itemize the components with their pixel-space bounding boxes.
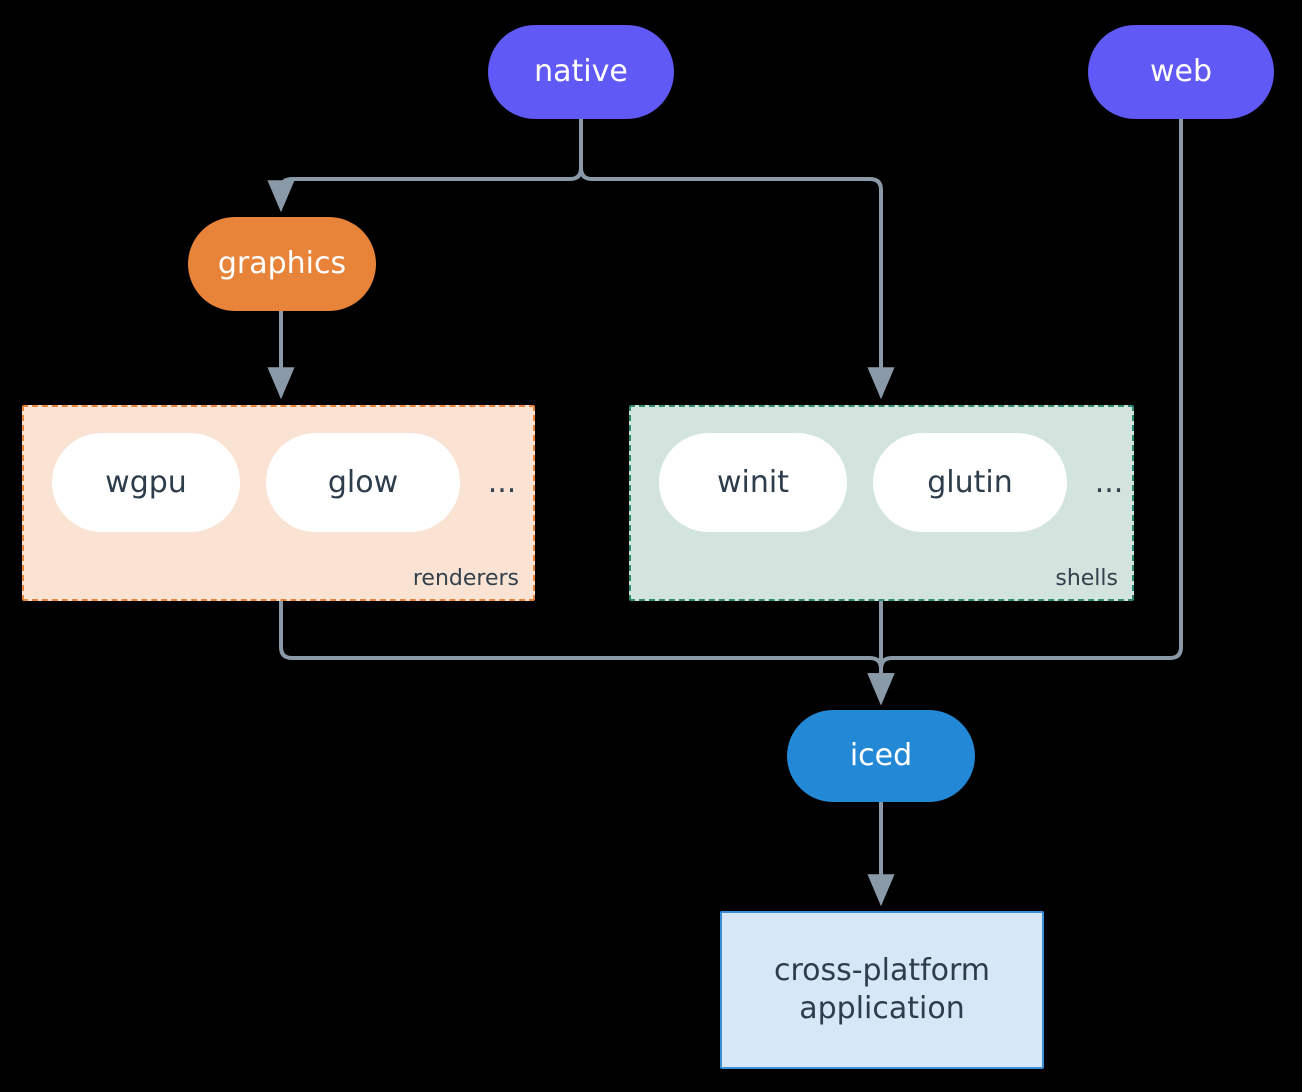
node-glow[interactable]: glow bbox=[266, 433, 460, 532]
edge-native-to-shells bbox=[579, 119, 895, 400]
node-native[interactable]: native bbox=[488, 25, 674, 119]
node-glutin-label: glutin bbox=[927, 465, 1013, 500]
cluster-renderers-label: renderers bbox=[412, 566, 519, 591]
node-wgpu-label: wgpu bbox=[105, 465, 187, 500]
renderers-ellipsis-label: ... bbox=[487, 465, 517, 500]
renderers-ellipsis: ... bbox=[476, 433, 528, 532]
node-native-label: native bbox=[534, 53, 628, 89]
cluster-renderers: wgpu glow ... renderers bbox=[22, 405, 535, 601]
edge-renderers-to-iced bbox=[279, 601, 895, 706]
application-label-line1: cross-platform bbox=[773, 952, 991, 988]
node-graphics-label: graphics bbox=[217, 245, 347, 281]
cluster-shells: winit glutin ... shells bbox=[629, 405, 1134, 601]
shells-ellipsis-label: ... bbox=[1094, 465, 1124, 500]
node-winit-label: winit bbox=[717, 465, 789, 500]
node-iced[interactable]: iced bbox=[787, 710, 975, 802]
node-graphics[interactable]: graphics bbox=[188, 217, 376, 311]
node-glow-label: glow bbox=[327, 465, 399, 500]
node-web[interactable]: web bbox=[1088, 25, 1274, 119]
node-web-label: web bbox=[1149, 53, 1213, 89]
cluster-shells-label: shells bbox=[1055, 566, 1118, 591]
edge-native-to-graphics bbox=[267, 119, 583, 213]
shells-ellipsis: ... bbox=[1083, 433, 1135, 532]
application-label-line2: application bbox=[799, 991, 965, 1026]
node-cross-platform-application[interactable]: cross-platform application bbox=[720, 911, 1044, 1069]
node-winit[interactable]: winit bbox=[659, 433, 847, 532]
node-wgpu[interactable]: wgpu bbox=[52, 433, 240, 532]
node-glutin[interactable]: glutin bbox=[873, 433, 1067, 532]
node-iced-label: iced bbox=[849, 737, 913, 773]
